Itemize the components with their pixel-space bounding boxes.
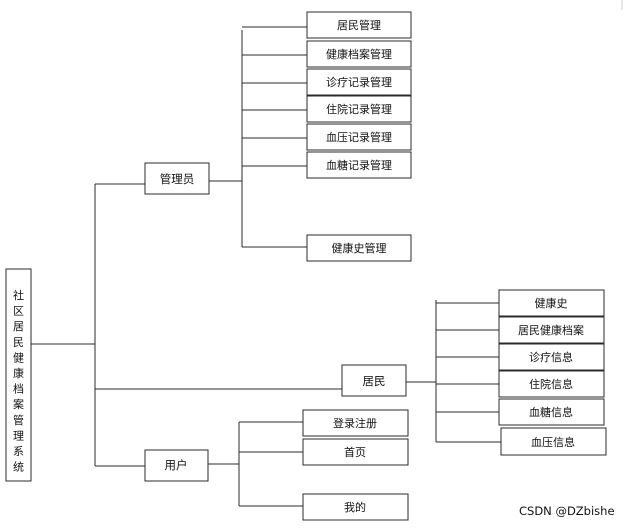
admin-child-5: 血压记录管理 <box>306 123 412 151</box>
watermark: CSDN @DZbishe <box>519 504 615 518</box>
root-node-char: 统 <box>13 461 24 474</box>
user-child-1-label: 登录注册 <box>333 416 377 430</box>
root-node-char: 档 <box>13 382 24 396</box>
admin-child-6: 血糖记录管理 <box>306 151 412 179</box>
admin-child-7-label: 健康史管理 <box>332 241 387 255</box>
admin-child-4-label: 住院记录管理 <box>326 102 392 116</box>
root-node-char: 民 <box>13 336 24 349</box>
resident-node: 居民 <box>341 364 407 397</box>
resident-child-6-label: 血压信息 <box>531 435 575 449</box>
admin-child-7: 健康史管理 <box>306 234 412 262</box>
admin-node: 管理员 <box>144 162 210 195</box>
admin-child-1: 居民管理 <box>306 11 412 39</box>
resident-child-4-label: 住院信息 <box>529 377 573 391</box>
admin-child-6-label: 血糖记录管理 <box>326 158 392 172</box>
root-node-char: 康 <box>13 366 24 380</box>
resident-child-5-label: 血糖信息 <box>529 405 573 419</box>
root-node-char: 社 <box>13 288 24 302</box>
admin-child-1-label: 居民管理 <box>337 18 381 32</box>
admin-child-2: 健康档案管理 <box>306 40 412 68</box>
user-child-1: 登录注册 <box>302 409 409 437</box>
root-node-char: 理 <box>13 429 24 442</box>
resident-child-2-label: 居民健康档案 <box>518 323 584 337</box>
resident-child-6: 血压信息 <box>500 427 607 456</box>
user-child-2-label: 首页 <box>344 445 366 459</box>
resident-node-label: 居民 <box>363 374 386 388</box>
user-node-label: 用户 <box>165 458 188 472</box>
resident-child-5: 血糖信息 <box>498 398 605 426</box>
root-node-char: 居 <box>13 320 24 333</box>
resident-child-3-label: 诊疗信息 <box>529 350 573 364</box>
admin-node-label: 管理员 <box>160 172 195 186</box>
admin-child-3-label: 诊疗记录管理 <box>326 75 392 89</box>
resident-child-1: 健康史 <box>498 289 605 317</box>
user-child-2: 首页 <box>302 438 409 466</box>
resident-child-3: 诊疗信息 <box>498 343 605 371</box>
root-node-char: 系 <box>13 445 24 458</box>
root-node-char: 健 <box>13 351 24 364</box>
root-node-char: 区 <box>13 305 24 318</box>
resident-child-1-label: 健康史 <box>535 296 568 310</box>
resident-child-4: 住院信息 <box>498 370 605 398</box>
admin-child-2-label: 健康档案管理 <box>326 47 392 61</box>
user-child-3-label: 我的 <box>344 500 366 514</box>
admin-child-3: 诊疗记录管理 <box>306 68 412 96</box>
connector-lines <box>31 26 501 507</box>
root-node-char: 管 <box>13 413 24 427</box>
admin-child-5-label: 血压记录管理 <box>326 130 392 144</box>
user-child-3: 我的 <box>302 493 409 521</box>
user-node: 用户 <box>144 449 209 482</box>
admin-child-4: 住院记录管理 <box>306 95 412 123</box>
root-node-char: 案 <box>13 397 24 411</box>
resident-child-2: 居民健康档案 <box>498 316 605 344</box>
